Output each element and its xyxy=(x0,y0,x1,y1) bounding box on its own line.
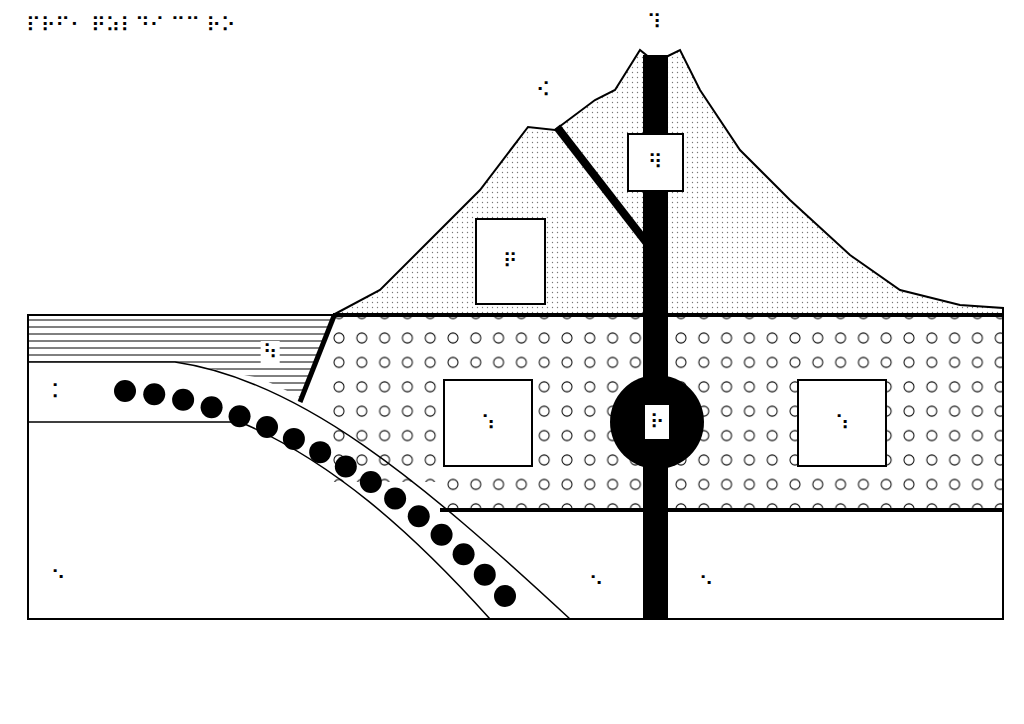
label-box: ⠱ xyxy=(443,379,533,467)
trench-line xyxy=(300,316,334,402)
mantle-label: ⠑ xyxy=(697,573,716,595)
title: ⠏⠗⠋⠂ ⠟⠵⠇⠙⠊ ⠉⠉ ⠗⠕ xyxy=(26,14,236,36)
magma-chamber: ⠗ xyxy=(610,375,704,469)
vent-label: ⠹ xyxy=(645,11,664,33)
label-box: ⠻ xyxy=(627,133,684,192)
side-vent-label: ⠪ xyxy=(534,79,553,101)
braille-key: ⠱ xyxy=(835,412,850,434)
braille-key: ⠟ xyxy=(503,250,518,272)
slab-bottom xyxy=(28,422,490,619)
label-box: ⠱ xyxy=(797,379,887,467)
frame xyxy=(28,315,1003,619)
braille-key: ⠱ xyxy=(481,412,496,434)
oceanic-plate-label: ⠅ xyxy=(49,381,68,403)
mantle-label: ⠑ xyxy=(49,567,68,589)
label-box: ⠟ xyxy=(475,218,546,305)
ocean-water xyxy=(28,320,340,397)
slab-top xyxy=(28,362,570,619)
ocean-label: ⠳ xyxy=(261,341,280,363)
braille-key: ⠗ xyxy=(645,405,670,439)
mantle-label: ⠑ xyxy=(587,573,606,595)
braille-key: ⠻ xyxy=(648,151,663,173)
